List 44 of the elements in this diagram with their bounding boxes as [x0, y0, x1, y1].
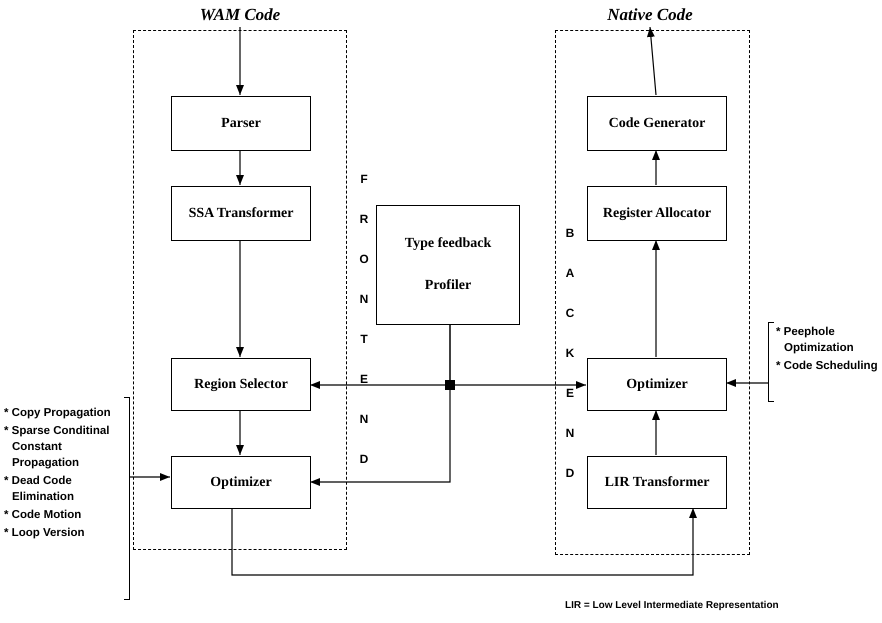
dashed-region	[555, 30, 750, 555]
process-box	[171, 456, 311, 509]
list-item: * Sparse Conditinal Constant Propagation	[4, 424, 110, 471]
arrow	[231, 508, 697, 576]
arrow	[652, 150, 660, 185]
box-label: Parser	[221, 115, 261, 133]
input-heading: WAM Code	[185, 3, 295, 27]
arrow	[646, 26, 657, 96]
list-item: * Code Motion	[4, 508, 82, 523]
box-label: Region Selector	[194, 376, 288, 394]
vertical-heading: FRONTEND	[358, 171, 370, 468]
arrow	[236, 27, 244, 95]
arrow	[652, 240, 660, 357]
process-box	[171, 358, 311, 411]
list-item: * Dead Code Elimination	[4, 474, 75, 505]
process-box	[587, 358, 727, 411]
box-label: LIR Transformer	[604, 474, 710, 492]
arrow	[236, 150, 244, 185]
arrow	[236, 240, 244, 357]
list-item: * Copy Propagation	[4, 406, 112, 421]
arrow	[726, 379, 768, 387]
box-label: Register Allocator	[602, 205, 712, 223]
box-label: Optimizer	[626, 376, 688, 394]
arrow	[652, 410, 660, 455]
bullet-list	[4, 397, 130, 600]
list-item: * Code Scheduling	[776, 359, 879, 374]
list-item: * Peephole Optimization	[776, 325, 855, 356]
process-box	[587, 186, 727, 241]
vertical-heading: BACKEND	[564, 225, 576, 482]
arrow	[236, 410, 244, 455]
list-item: * Loop Version	[4, 526, 86, 541]
process-box	[171, 186, 311, 241]
box-label: SSA Transformer	[188, 205, 294, 223]
footnote: LIR = Low Level Intermediate Representation	[565, 599, 779, 613]
arrow	[310, 325, 451, 486]
box-label: Optimizer	[210, 474, 272, 492]
process-box	[171, 96, 311, 151]
input-heading: Native Code	[590, 3, 710, 27]
process-box	[587, 456, 727, 509]
box-label: Type feedback Profiler	[404, 235, 492, 295]
process-box	[376, 205, 520, 325]
process-box	[587, 96, 727, 151]
box-label: Code Generator	[608, 115, 706, 133]
arrow	[130, 473, 170, 481]
